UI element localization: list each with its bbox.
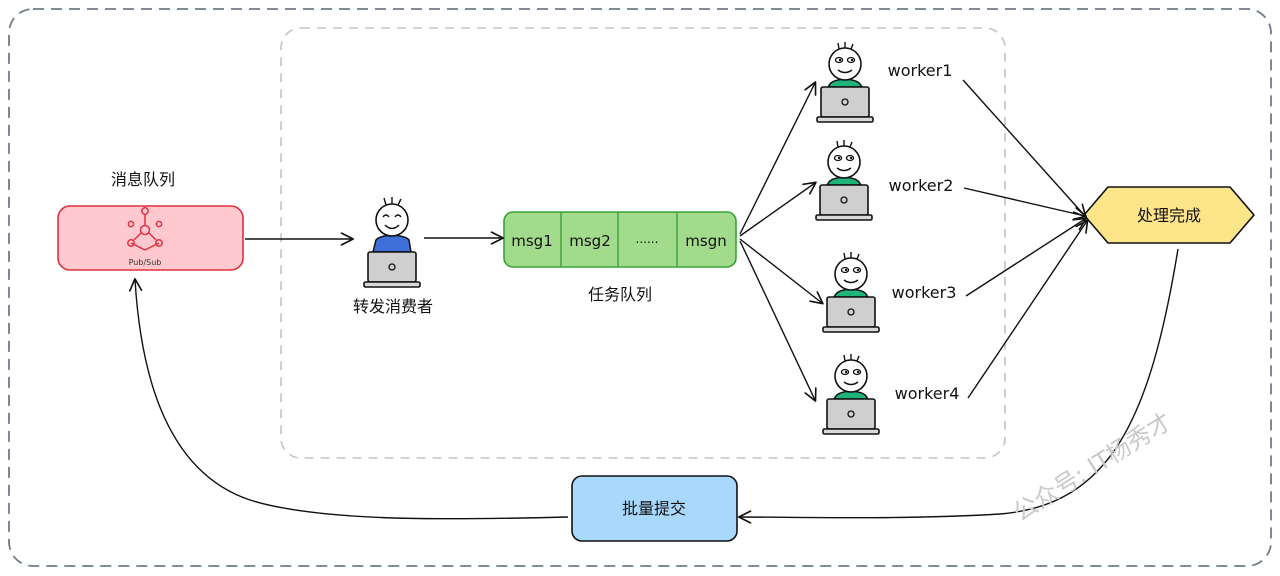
queue-cell: msg2 [569,232,611,250]
mq-badge: Pub/Sub [129,258,162,267]
queue-cell: msg1 [511,232,553,250]
mq-title: 消息队列 [111,170,175,189]
worker-label: worker3 [892,283,957,302]
arrow-done-to-batch [738,248,1179,524]
worker-label: worker4 [895,384,960,403]
done-label: 处理完成 [1137,206,1201,225]
worker-figure [822,354,880,435]
inner-frame [280,27,1006,459]
outer-frame [8,8,1272,567]
arrow-batch-to-mq [129,278,569,520]
arrow-worker1-to-done [962,79,1087,218]
batch-box [571,475,738,542]
queue-cell: msgn [685,232,726,250]
queue-cell: ...... [636,232,659,246]
arrow-queue-to-worker2 [739,181,817,237]
done-node [1083,186,1255,244]
forwarder-label: 转发消费者 [353,297,433,316]
mq-box [57,205,244,271]
forwarder-figure [363,197,421,288]
worker-figure [816,42,874,123]
arrow-queue-to-worker4 [739,240,817,402]
worker-figure [815,140,873,221]
task-queue-label: 任务队列 [588,285,652,304]
arrow-queue-to-worker3 [739,238,824,305]
pubsub-icon [127,207,163,251]
arrow-queue-to-worker1 [739,81,817,235]
arrow-worker2-to-done [963,187,1087,221]
worker-label: worker1 [888,61,953,80]
arrow-worker3-to-done [965,217,1087,297]
task-queue [503,211,737,268]
batch-label: 批量提交 [622,499,686,518]
arrow-worker4-to-done [967,219,1089,399]
worker-figure [822,252,880,333]
worker-label: worker2 [889,176,954,195]
watermark: 公众号: IT杨秀才 [1008,407,1177,527]
